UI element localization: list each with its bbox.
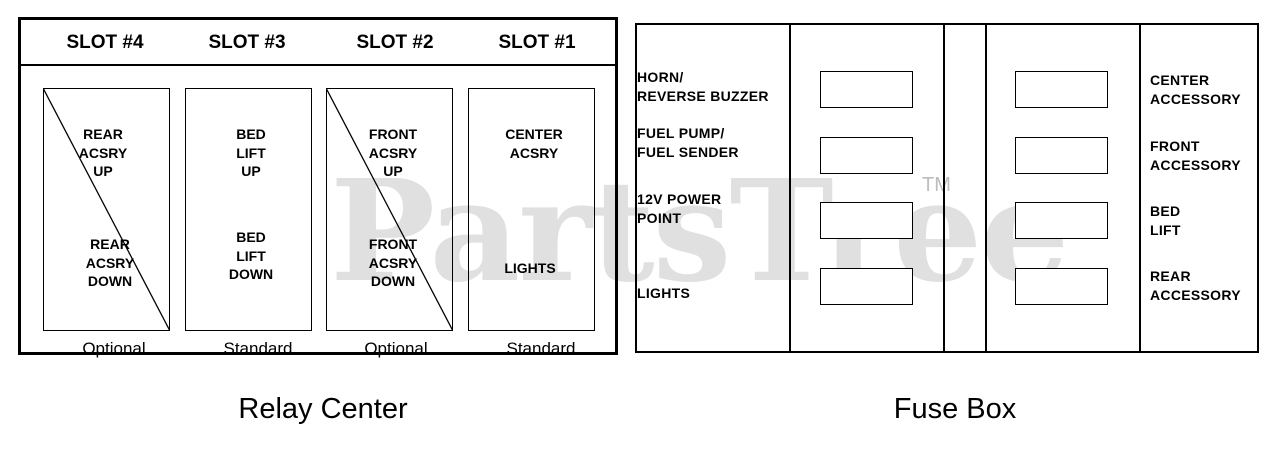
- fuse-box-caption: Fuse Box: [893, 393, 1017, 425]
- fuse-label-center-accessory: CENTER ACCESSORY: [1150, 72, 1241, 107]
- fuse-column-divider: [985, 23, 987, 353]
- fuse-column-divider: [943, 23, 945, 353]
- fuse-box-frame: [635, 23, 1259, 353]
- slot-2-header: SLOT #2: [356, 32, 434, 53]
- slot-1-top-label: CENTER ACSRY: [505, 126, 563, 161]
- fuse-slot: [1015, 137, 1108, 174]
- slot-1-header: SLOT #1: [498, 32, 576, 53]
- slot-4-footer: Optional: [82, 339, 146, 358]
- slot-2-top-label: FRONT ACSRY UP: [368, 126, 418, 179]
- fuse-label-horn-reverse-buzzer: HORN/ REVERSE BUZZER: [637, 69, 769, 104]
- relay-header-divider: [21, 64, 615, 66]
- slot-1-footer: Standard: [506, 339, 576, 358]
- watermark-logo: PartsTree: [330, 150, 1069, 314]
- slot-4-relay-box: [42, 87, 170, 331]
- fuse-label-12v-power-point: 12V POWER POINT: [637, 191, 722, 226]
- slot-4-bottom-label: REAR ACSRY DOWN: [85, 236, 135, 289]
- slot-3-relay-box: [185, 88, 312, 331]
- slot-2-footer: Optional: [364, 339, 428, 358]
- slot-4-header: SLOT #4: [66, 32, 144, 53]
- fuse-label-rear-accessory: REAR ACCESSORY: [1150, 268, 1241, 303]
- fuse-slot: [820, 71, 913, 108]
- fuse-slot: [820, 202, 913, 239]
- fuse-label-front-accessory: FRONT ACCESSORY: [1150, 138, 1241, 173]
- fuse-column-divider: [789, 23, 791, 353]
- slot-1-bottom-label: LIGHTS: [504, 260, 556, 276]
- slot-2-diagonal-line: [325, 87, 453, 331]
- slot-4-top-label: REAR ACSRY UP: [78, 126, 128, 179]
- fuse-label-lights: LIGHTS: [637, 285, 691, 301]
- slot-3-header: SLOT #3: [208, 32, 286, 53]
- slot-3-bottom-label: BED LIFT DOWN: [228, 229, 274, 282]
- slot-1-relay-box: [468, 88, 595, 331]
- fuse-slot: [820, 137, 913, 174]
- slot-2-relay-box: [325, 87, 453, 331]
- fuse-slot: [1015, 268, 1108, 305]
- slot-4-diagonal-line: [42, 87, 170, 331]
- fuse-column-divider: [1139, 23, 1141, 353]
- slot-3-footer: Standard: [223, 339, 293, 358]
- fuse-slot: [1015, 71, 1108, 108]
- slot-3-top-label: BED LIFT UP: [236, 126, 266, 179]
- relay-center-caption: Relay Center: [238, 393, 408, 425]
- slot-2-bottom-label: FRONT ACSRY DOWN: [368, 236, 418, 289]
- fuse-label-fuel-pump: FUEL PUMP/ FUEL SENDER: [637, 125, 739, 160]
- fuse-slot: [820, 268, 913, 305]
- fuse-label-bed-lift: BED LIFT: [1150, 203, 1181, 238]
- relay-center-frame: [18, 17, 618, 355]
- fuse-slot: [1015, 202, 1108, 239]
